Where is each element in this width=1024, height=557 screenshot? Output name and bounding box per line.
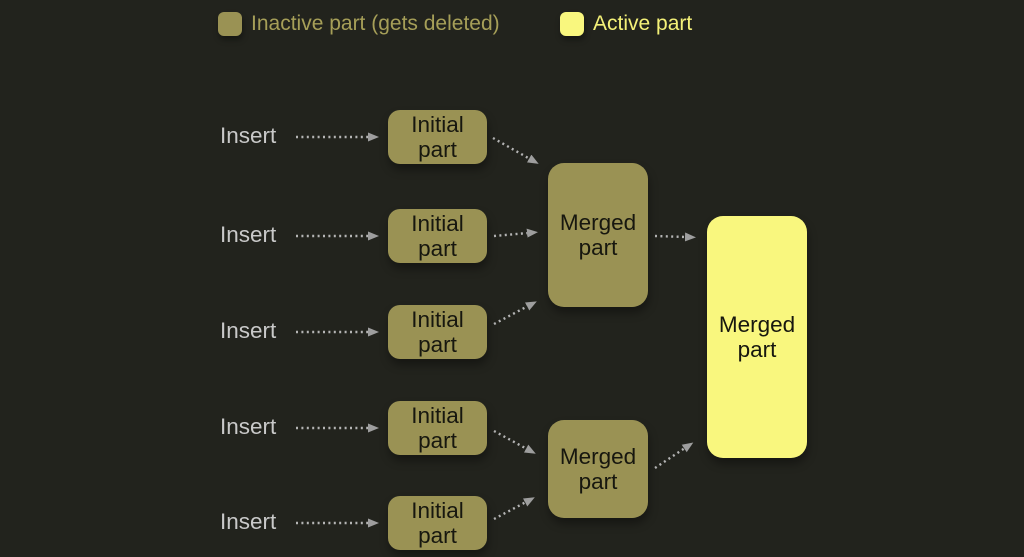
arrow-initial4-to-merged2 (493, 429, 536, 454)
arrow-initial3-to-merged1 (493, 301, 537, 326)
insert-label-5: Insert (220, 508, 277, 534)
active-swatch-icon (560, 12, 584, 36)
initial-part-node-4: Initial part (388, 401, 487, 455)
initial-part-node-3: Initial part (388, 305, 487, 359)
insert-label-2: Insert (220, 221, 277, 247)
arrow-initial1-to-merged1 (492, 136, 539, 164)
initial-part-node-1: Initial part (388, 110, 487, 164)
arrow-merged1-to-final (654, 232, 696, 242)
initial-part-node-5: Initial part (388, 496, 487, 550)
merged-part-node-1: Merged part (548, 163, 648, 307)
insert-label-1: Insert (220, 122, 277, 148)
arrow-initial2-to-merged1 (493, 228, 538, 238)
merged-part-node-2: Merged part (548, 420, 648, 518)
inactive-swatch-icon (218, 12, 242, 36)
initial-part-node-2: Initial part (388, 209, 487, 263)
legend-item-inactive: Inactive part (gets deleted) (218, 12, 500, 36)
legend-item-active: Active part (560, 12, 692, 36)
insert-label-4: Insert (220, 413, 277, 439)
arrow-initial5-to-merged2 (493, 497, 535, 521)
merged-part-node-final-active: Merged part (707, 216, 807, 458)
legend-label-active: Active part (593, 12, 693, 35)
legend-label-inactive: Inactive part (gets deleted) (251, 12, 500, 35)
insert-label-3: Insert (220, 317, 277, 343)
arrow-merged2-to-final (654, 442, 694, 469)
